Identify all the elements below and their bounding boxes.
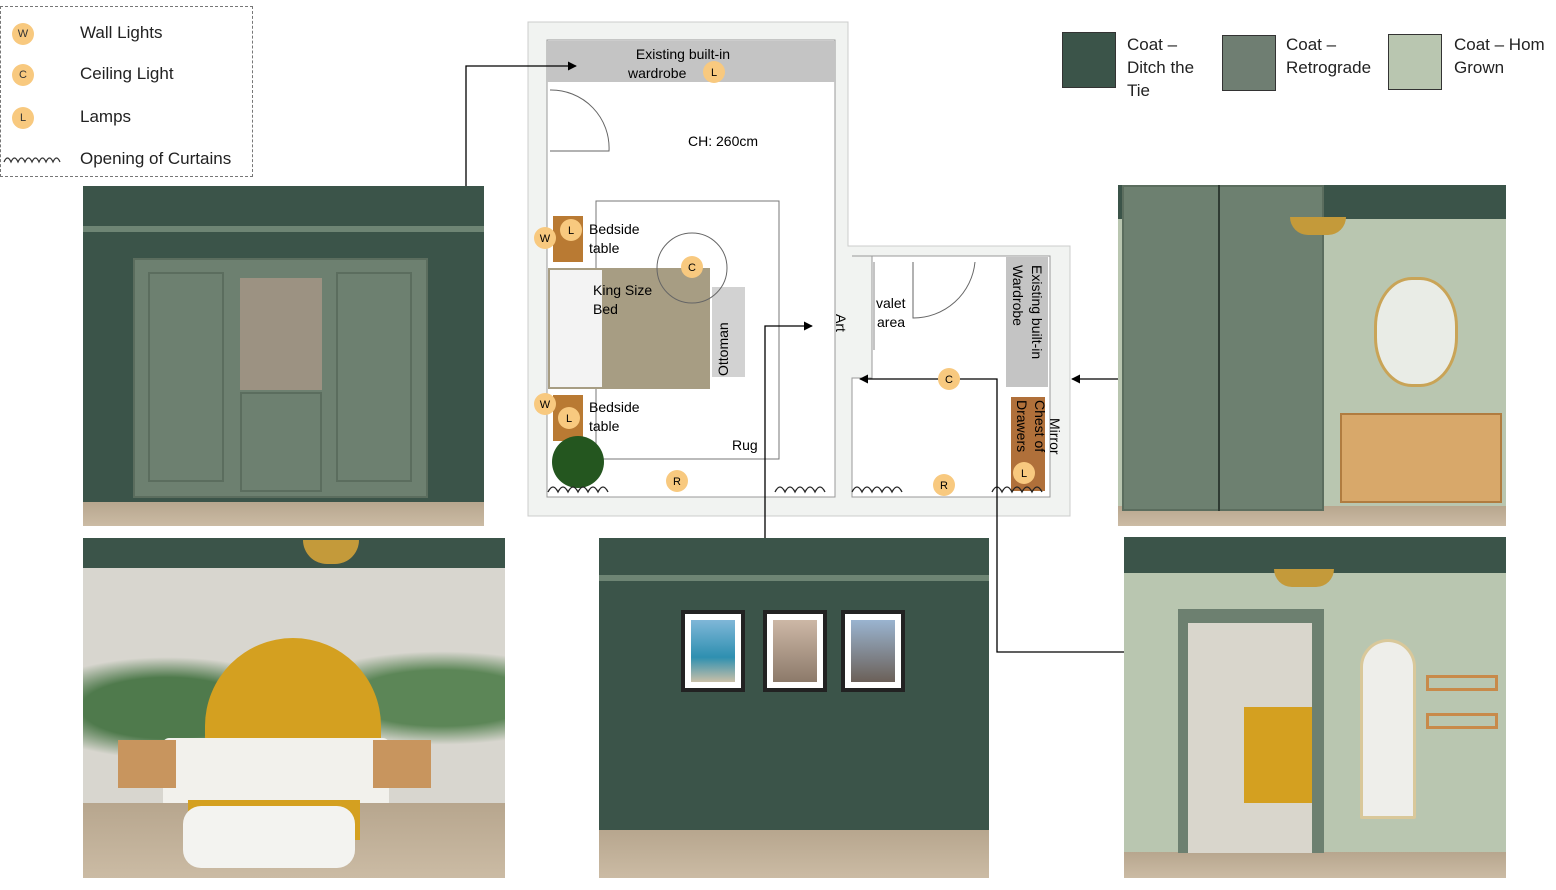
swatch-label: Coat – Ditch the Tie (1127, 35, 1195, 100)
plant-icon (552, 436, 604, 488)
legend-label: Ceiling Light (80, 64, 174, 83)
wardrobe-split (1218, 185, 1220, 511)
carpet-floor (83, 502, 484, 526)
legend-label: Lamps (80, 107, 132, 126)
elevation-built-in-wardrobe (83, 186, 484, 526)
bed (163, 738, 389, 808)
carpet-floor (1118, 506, 1506, 526)
plan-label: Wardrobe (1010, 265, 1026, 326)
wall-light-marker-icon: W (12, 23, 34, 45)
ottoman (183, 806, 355, 868)
bedside-table (118, 740, 176, 788)
arched-floor-mirror (1360, 639, 1416, 819)
legend-item-curtains: Opening of Curtains (1, 145, 251, 175)
plan-label: C (688, 262, 696, 274)
pendant-light-icon (1290, 217, 1346, 235)
pendant-light-icon (1274, 569, 1334, 587)
plan-label: W (540, 399, 551, 411)
plan-label: Mirror (1047, 418, 1063, 455)
plan-label: Existing built-in (636, 46, 730, 62)
elevation-dresser-wall (1118, 185, 1506, 526)
light-markers: L W L C W L R C R L (534, 61, 1035, 496)
bed-view (1244, 707, 1312, 803)
carpet-floor (599, 830, 989, 878)
plan-label: Bedside (589, 221, 640, 237)
plan-label: Existing built-in (1029, 265, 1045, 359)
wall-shelf (1426, 713, 1498, 729)
wall-shelf (1426, 675, 1498, 691)
wardrobe-door-right (336, 272, 412, 482)
plan-label: L (566, 413, 572, 425)
plan-label: Drawers (1014, 400, 1030, 452)
alcove-drawers (240, 392, 322, 492)
picture-rail (599, 575, 989, 581)
plan-label: area (877, 314, 905, 330)
ceiling-light-marker-icon: C (12, 64, 34, 86)
alcove-wallpaper (240, 278, 322, 390)
swatch-label: Coat – Retrograde (1286, 35, 1372, 77)
rattan-dresser (1340, 413, 1502, 503)
curtain-wave-icon (547, 486, 1043, 494)
wall-band (83, 538, 505, 568)
plan-label: Rug (732, 437, 758, 453)
plan-label: CH: 260cm (688, 133, 758, 149)
plan-label: R (940, 480, 948, 492)
legend: W Wall Lights C Ceiling Light L Lamps Op… (0, 6, 253, 177)
plan-label: Art (833, 314, 849, 332)
legend-item-ceiling-light: C Ceiling Light (1, 60, 251, 90)
plan-label: valet (876, 295, 906, 311)
plan-label: Ottoman (715, 322, 731, 376)
plan-label: table (589, 240, 620, 256)
curtain-wave-icon (3, 157, 61, 164)
bedside-table (373, 740, 431, 788)
swatch-ditch-the-tie (1062, 32, 1116, 88)
plan-label: W (540, 233, 551, 245)
elevation-doorway-wall (1124, 537, 1506, 878)
legend-item-wall-lights: W Wall Lights (1, 19, 251, 49)
wardrobe-top (547, 41, 835, 82)
wardrobe-door-left (148, 272, 224, 482)
legend-label: Opening of Curtains (80, 149, 232, 168)
view-connectors (465, 61, 1124, 653)
elevation-bed-wall (83, 538, 505, 878)
legend-label: Wall Lights (80, 23, 163, 42)
plan-label: C (945, 374, 953, 386)
legend-item-lamps: L Lamps (1, 103, 251, 133)
wall-band (1124, 537, 1506, 573)
door-swing-icon (912, 261, 976, 319)
plan-label: Chest of (1032, 400, 1048, 452)
lamp-marker-icon: L (12, 107, 34, 129)
ottoman (712, 287, 745, 377)
picture-rail (83, 226, 484, 232)
swatch-hom-grown (1388, 34, 1442, 90)
plan-label: wardrobe (627, 65, 687, 81)
wardrobe-right (1006, 257, 1048, 387)
swatch-label: Coat – Hom Grown (1454, 35, 1545, 77)
art-print-sea (681, 610, 745, 692)
plan-label: L (711, 67, 717, 79)
plan-label: L (568, 225, 574, 237)
plan-label: King Size (593, 282, 652, 298)
elevation-art-wall (599, 538, 989, 878)
wall-mirror (1374, 277, 1458, 387)
swatch-retrograde (1222, 35, 1276, 91)
plan-label: L (1021, 468, 1027, 480)
door-swing-icon (549, 89, 610, 152)
carpet-floor (1124, 852, 1506, 878)
plan-label: R (673, 476, 681, 488)
art-print-alley (841, 610, 905, 692)
plan-label: Bedside (589, 399, 640, 415)
plan-label: Bed (593, 301, 618, 317)
fitted-wardrobe (1122, 185, 1324, 511)
art-print-street-lamp (763, 610, 827, 692)
plan-label: table (589, 418, 620, 434)
